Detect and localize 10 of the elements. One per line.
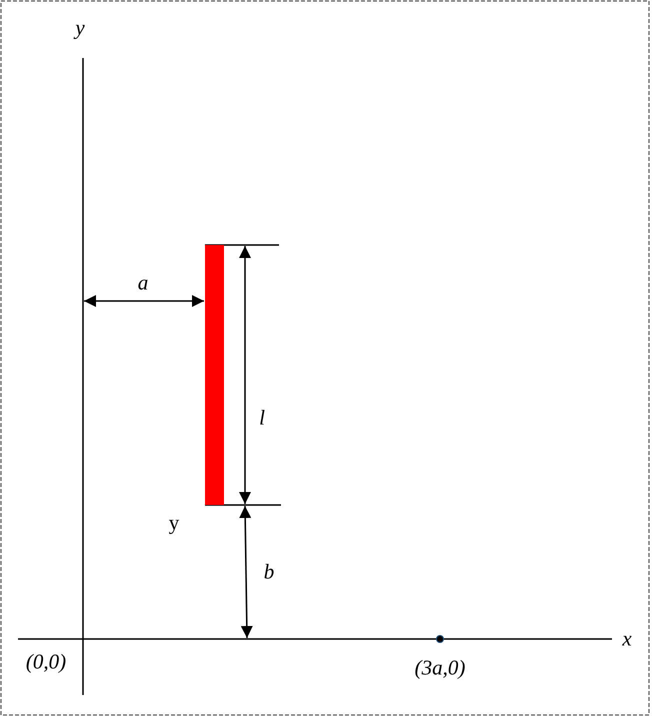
coordinate-label: (0,0) xyxy=(26,652,66,672)
dimension-label: a xyxy=(138,272,148,294)
axis-label: x xyxy=(622,628,632,650)
axis-label: y xyxy=(75,18,85,38)
point-marker xyxy=(436,635,444,643)
coordinate-label: (3a,0) xyxy=(414,658,466,678)
dimension-label: l xyxy=(259,408,265,428)
rod xyxy=(205,245,224,505)
dimension-label: b xyxy=(264,562,274,582)
point-label: y xyxy=(168,512,180,534)
